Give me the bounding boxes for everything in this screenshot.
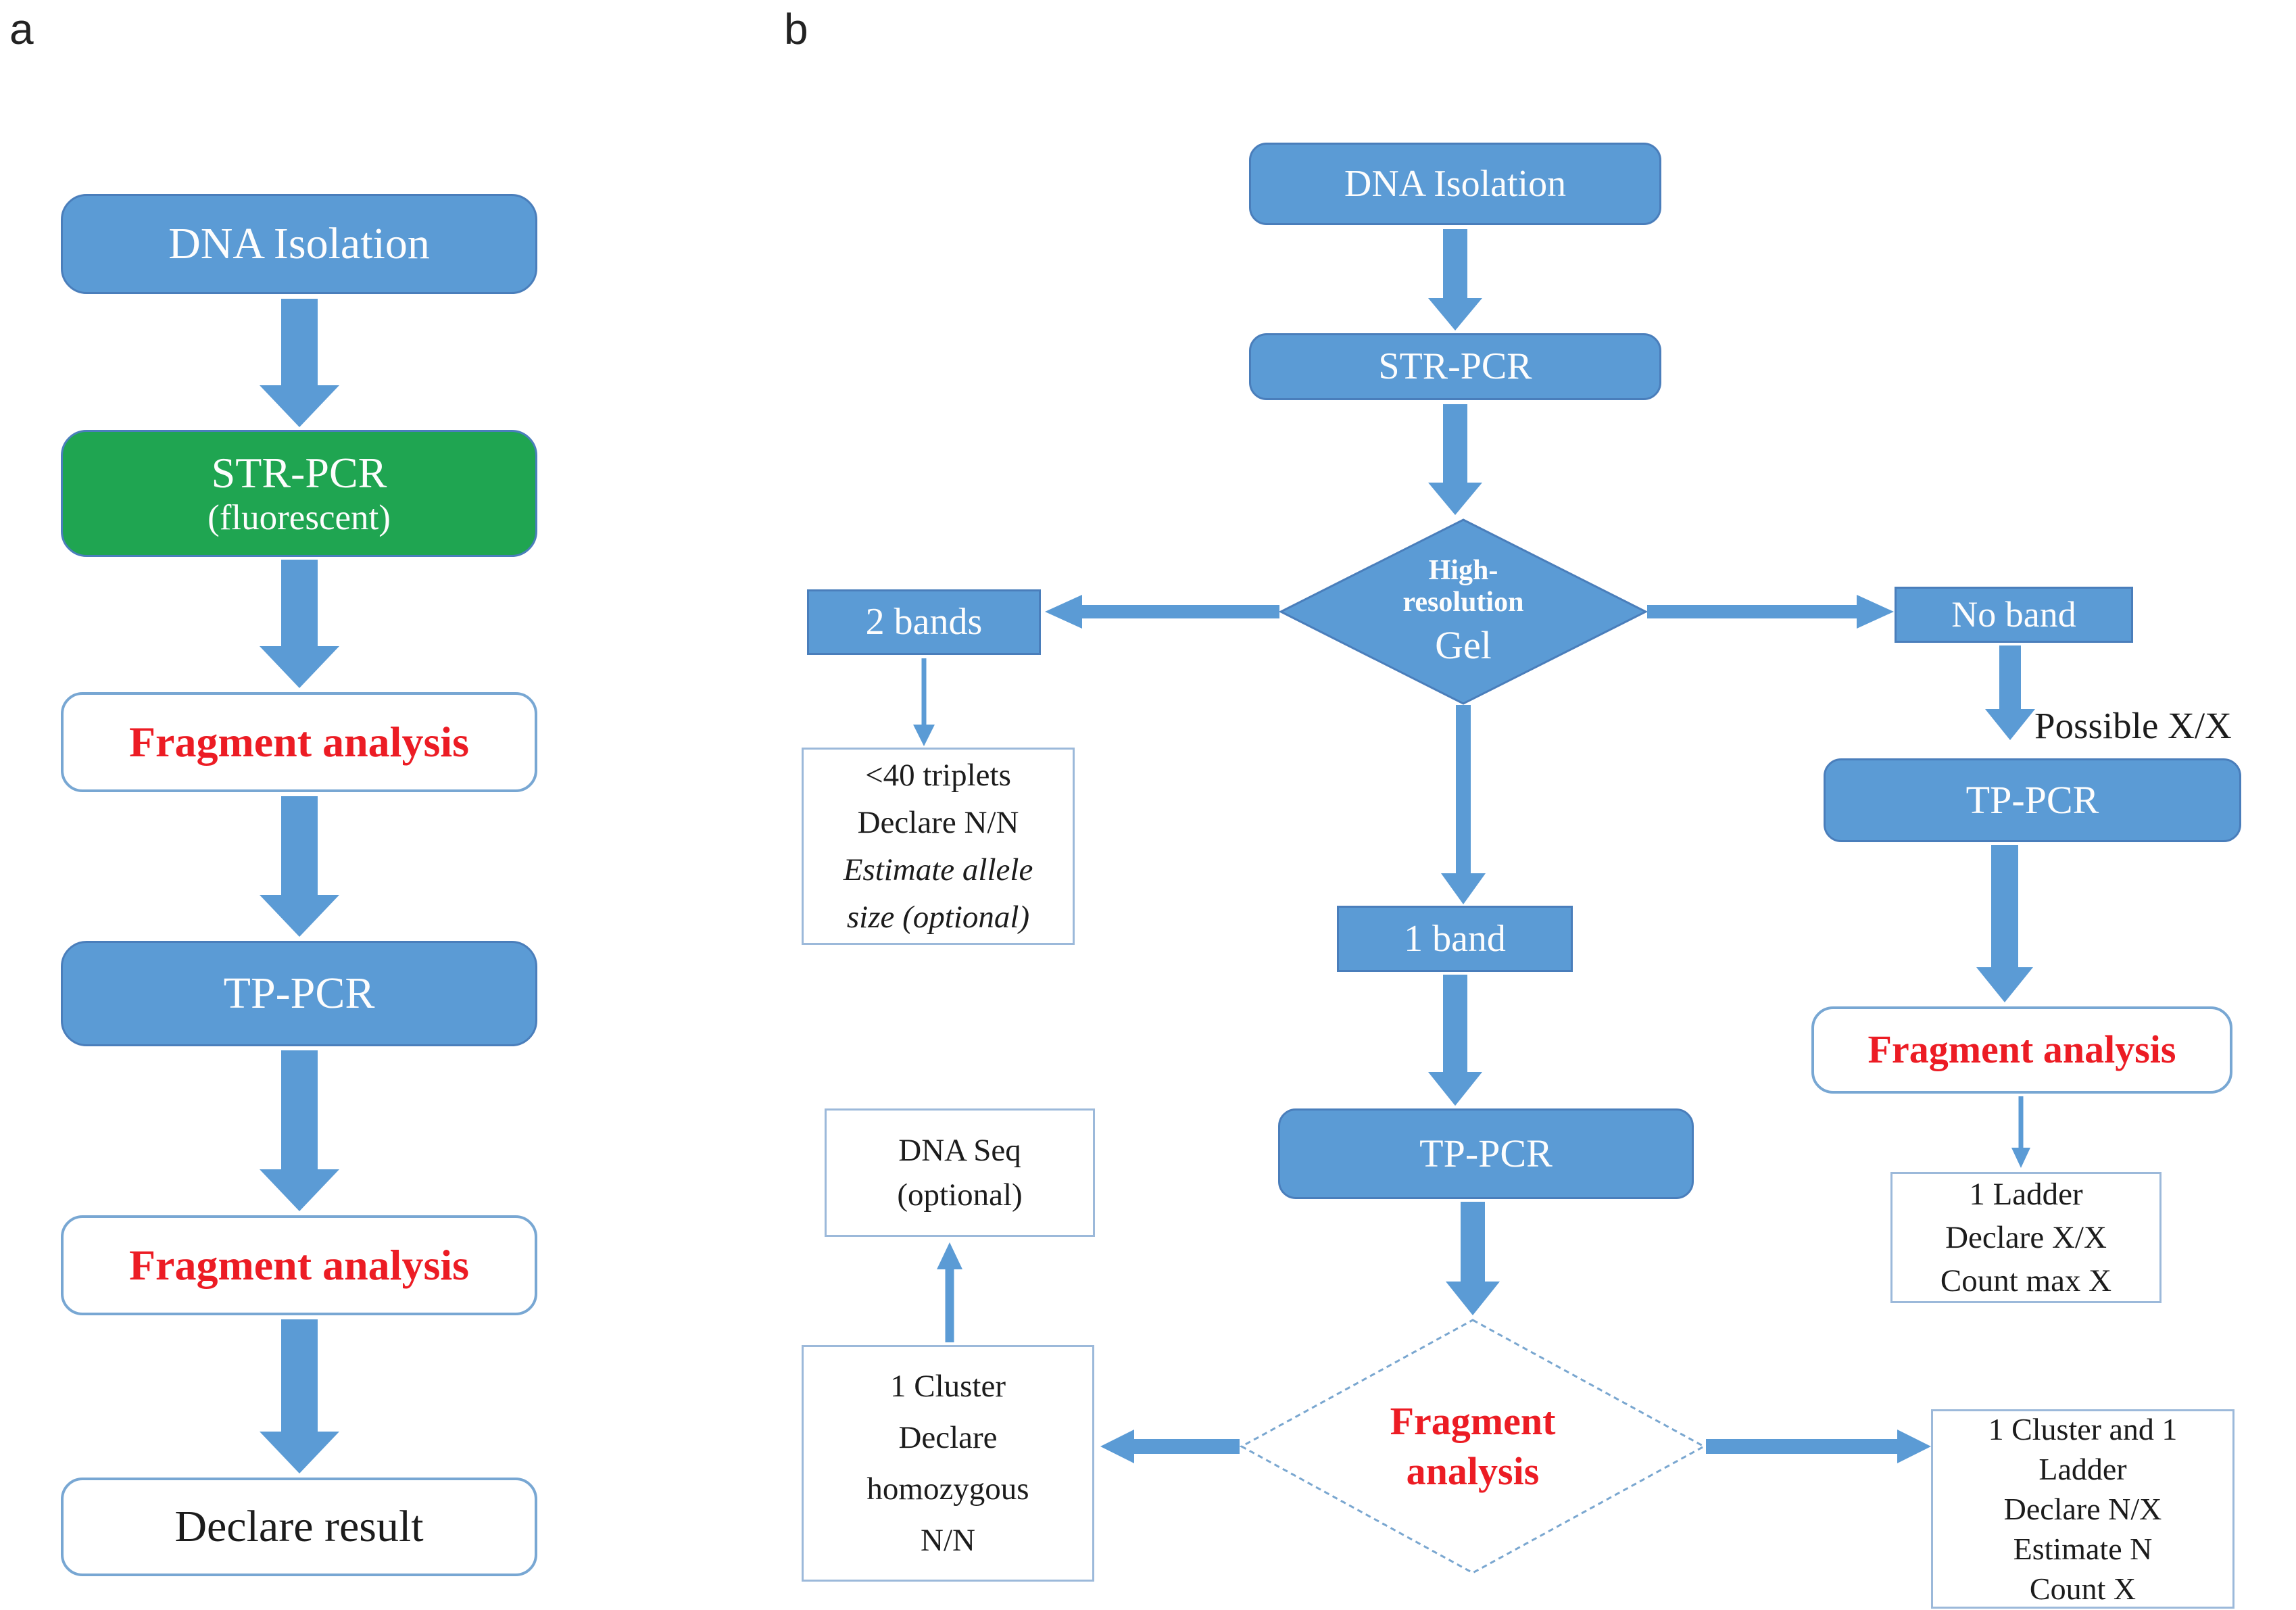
node-b-1-band: 1 band bbox=[1337, 906, 1573, 972]
ladder-line1: 1 Ladder bbox=[1969, 1177, 2083, 1212]
dna-seq-line1: DNA Seq bbox=[898, 1133, 1021, 1168]
cluster-ladder-line1: 1 Cluster and 1 bbox=[1988, 1412, 2178, 1446]
triplets-line4: size (optional) bbox=[846, 900, 1030, 935]
fragment-diamond-line1: Fragment bbox=[1390, 1399, 1556, 1443]
node-a-str-pcr-sublabel: (fluorescent) bbox=[207, 498, 391, 538]
arrow-b-strpcr-to-gel bbox=[1428, 404, 1482, 515]
node-b-str-pcr: STR-PCR bbox=[1249, 333, 1661, 400]
node-b-tp-pcr-right: TP-PCR bbox=[1824, 758, 2241, 842]
node-b-tp-pcr-center: TP-PCR bbox=[1278, 1108, 1694, 1199]
ladder-line3: Count max X bbox=[1940, 1263, 2112, 1298]
arrow-a-3 bbox=[259, 796, 340, 937]
arrow-a-5 bbox=[259, 1319, 340, 1473]
arrow-b-fragdiamond-to-clusterladder bbox=[1706, 1429, 1931, 1464]
dna-seq-line2: (optional) bbox=[897, 1177, 1023, 1213]
cluster-line1: 1 Cluster bbox=[889, 1369, 1006, 1404]
node-b-gel-diamond: High- resolution Gel bbox=[1279, 518, 1647, 705]
node-a-declare-result: Declare result bbox=[61, 1478, 537, 1576]
node-b-tp-pcr-right-label: TP-PCR bbox=[1965, 777, 2099, 822]
node-a-declare-result-label: Declare result bbox=[174, 1502, 424, 1552]
cluster-ladder-line2: Ladder bbox=[2038, 1452, 2127, 1486]
arrow-b-gel-to-2bands bbox=[1045, 594, 1279, 629]
node-b-str-pcr-label: STR-PCR bbox=[1378, 345, 1532, 388]
node-a-str-pcr-label: STR-PCR bbox=[211, 448, 387, 497]
arrow-a-1 bbox=[259, 299, 340, 427]
node-b-dna-isolation-label: DNA Isolation bbox=[1344, 162, 1567, 205]
panel-b-label: b bbox=[784, 5, 808, 53]
arrow-b-fragdiamond-to-cluster bbox=[1100, 1429, 1240, 1464]
node-b-cluster-box: 1 Cluster Declare homozygous N/N bbox=[802, 1345, 1094, 1582]
cluster-line4: N/N bbox=[921, 1523, 975, 1558]
arrow-b-gel-to-noband bbox=[1647, 594, 1894, 629]
node-a-str-pcr: STR-PCR (fluorescent) bbox=[61, 430, 537, 557]
cluster-ladder-line3: Declare N/X bbox=[2003, 1492, 2162, 1526]
triplets-line1: <40 triplets bbox=[865, 758, 1011, 793]
arrow-b-tppcr-to-fragright bbox=[1976, 845, 2033, 1002]
node-b-2-bands-label: 2 bands bbox=[865, 601, 983, 643]
gel-diamond-shape bbox=[1279, 518, 1647, 705]
gel-diamond-line3: Gel bbox=[1435, 623, 1492, 667]
arrow-b-cluster-to-dnaseq bbox=[925, 1242, 974, 1342]
arrow-b-fragright-to-ladder bbox=[1999, 1096, 2043, 1168]
node-b-fragment-analysis-right-label: Fragment analysis bbox=[1867, 1027, 2176, 1072]
node-b-dna-seq-box: DNA Seq (optional) bbox=[825, 1108, 1095, 1237]
cluster-line2: Declare bbox=[898, 1420, 998, 1455]
arrow-b-2bands-to-triplets bbox=[902, 658, 946, 746]
triplets-line2: Declare N/N bbox=[857, 805, 1019, 840]
node-a-fragment-analysis-2-label: Fragment analysis bbox=[128, 1241, 470, 1290]
arrow-b-tppcr-to-fragdiamond bbox=[1446, 1202, 1500, 1315]
arrow-b-gel-to-1band bbox=[1440, 705, 1487, 904]
node-b-triplets-box: <40 triplets Declare N/N Estimate allele… bbox=[802, 748, 1075, 945]
cluster-line3: homozygous bbox=[866, 1471, 1029, 1507]
node-a-tp-pcr: TP-PCR bbox=[61, 941, 537, 1046]
arrow-b-1band-to-tppcr bbox=[1428, 975, 1482, 1106]
panel-a-label: a bbox=[9, 5, 34, 53]
cluster-ladder-line5: Count X bbox=[2029, 1571, 2136, 1606]
node-b-fragment-diamond: Fragment analysis bbox=[1240, 1318, 1706, 1575]
fragment-diamond-line2: analysis bbox=[1406, 1449, 1540, 1493]
arrow-a-2 bbox=[259, 560, 340, 688]
arrow-a-4 bbox=[259, 1050, 340, 1211]
node-b-cluster-ladder-box: 1 Cluster and 1 Ladder Declare N/X Estim… bbox=[1931, 1409, 2234, 1609]
node-b-2-bands: 2 bands bbox=[807, 589, 1041, 655]
node-a-dna-isolation: DNA Isolation bbox=[61, 194, 537, 294]
triplets-line3: Estimate allele bbox=[843, 852, 1033, 887]
gel-diamond-line2: resolution bbox=[1402, 586, 1524, 618]
node-b-1-band-label: 1 band bbox=[1404, 917, 1506, 960]
node-a-tp-pcr-label: TP-PCR bbox=[223, 969, 375, 1019]
arrow-b-noband-to-tppcr bbox=[1983, 645, 2037, 740]
possible-xx-label: Possible X/X bbox=[2034, 705, 2232, 746]
node-b-no-band: No band bbox=[1895, 587, 2133, 643]
ladder-line2: Declare X/X bbox=[1945, 1220, 2107, 1255]
fragment-diamond-shape bbox=[1240, 1319, 1706, 1574]
node-a-fragment-analysis-1: Fragment analysis bbox=[61, 692, 537, 792]
node-a-fragment-analysis-1-label: Fragment analysis bbox=[128, 718, 470, 766]
node-a-dna-isolation-label: DNA Isolation bbox=[168, 219, 430, 269]
node-b-tp-pcr-center-label: TP-PCR bbox=[1419, 1131, 1553, 1175]
gel-diamond-line1: High- bbox=[1428, 555, 1498, 587]
node-b-ladder-box: 1 Ladder Declare X/X Count max X bbox=[1890, 1172, 2161, 1303]
arrow-b-dna-to-strpcr bbox=[1428, 229, 1482, 331]
node-b-fragment-analysis-right: Fragment analysis bbox=[1811, 1006, 2232, 1094]
node-a-fragment-analysis-2: Fragment analysis bbox=[61, 1215, 537, 1315]
node-b-no-band-label: No band bbox=[1951, 594, 2076, 635]
node-b-dna-isolation: DNA Isolation bbox=[1249, 143, 1661, 225]
cluster-ladder-line4: Estimate N bbox=[2013, 1532, 2153, 1566]
